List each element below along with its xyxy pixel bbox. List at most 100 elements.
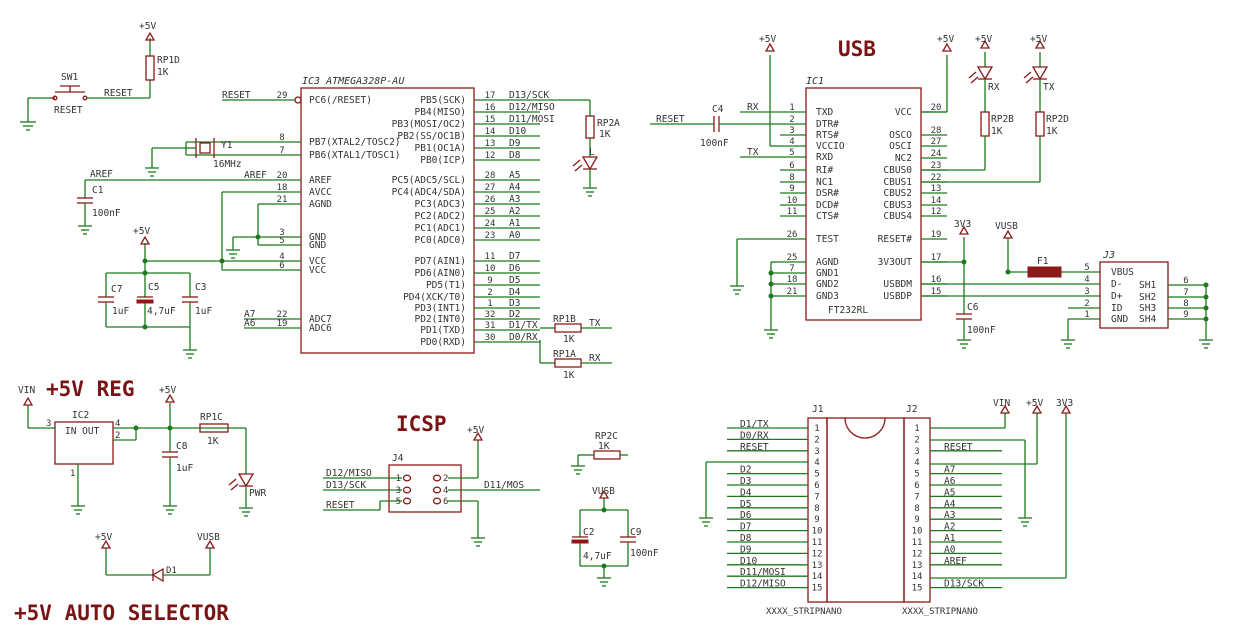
- ic3-pin-func: PB5(SCK): [420, 95, 466, 106]
- ic3-pin-number: 16: [485, 103, 496, 113]
- j1-pin-number: 15: [812, 584, 823, 594]
- j4-pin-number: 3: [396, 486, 401, 496]
- ic1-pin-func: GND2: [816, 279, 839, 290]
- c3-name: C3: [195, 282, 206, 293]
- ic3-left-net: AREF: [244, 170, 267, 181]
- c5-name: C5: [148, 282, 159, 293]
- j3-shield-func: SH1: [1139, 280, 1156, 291]
- ic3-pin-number: 32: [485, 310, 496, 320]
- j2-net-label: A2: [944, 522, 955, 533]
- ic1-pin-number: 22: [931, 173, 942, 183]
- rp2a-led-l: RP2A 1K L: [560, 99, 620, 197]
- ic3-right-net: D3: [509, 298, 520, 309]
- j2-name: J2: [906, 404, 917, 415]
- led-tx-label: TX: [1043, 82, 1055, 93]
- ic1-pin-func: OSCO: [889, 130, 912, 141]
- ic3-pin-func: PB3(MOSI/OC2): [392, 119, 466, 130]
- ic1-pin-number: 14: [931, 196, 942, 206]
- ic2-pin3: 3: [46, 419, 51, 429]
- ic1-name: IC1: [806, 76, 824, 87]
- ic3-pin-number: 23: [485, 231, 496, 241]
- ic3-pin-number: 13: [485, 139, 496, 149]
- y1-value: 16MHz: [213, 159, 242, 170]
- heading-5v-reg: +5V REG: [46, 377, 135, 401]
- rp1a-value: 1K: [563, 370, 575, 381]
- ic3-right-net: D4: [509, 287, 521, 298]
- j4-pin-number: 6: [443, 497, 448, 507]
- j1-net-label: D12/MISO: [740, 579, 786, 590]
- ic3-pin-number: 30: [485, 333, 496, 343]
- ic1-pin-func: RTS#: [816, 130, 839, 141]
- c3-value: 1uF: [195, 306, 212, 317]
- rp1b-rp1a: RP1B 1K TX RP1A 1K RX: [539, 314, 612, 381]
- j2-net-label: A5: [944, 487, 955, 498]
- ic3-right-net: D0/RX: [509, 332, 538, 343]
- j2-net-label: A4: [944, 499, 956, 510]
- ic3-pin-number: 4: [279, 252, 284, 262]
- ic1-pin-number: 16: [931, 275, 942, 285]
- c4-name: C4: [712, 104, 724, 115]
- ic1-pin-number: 7: [789, 264, 794, 274]
- j1-net-label: D1/TX: [740, 419, 769, 430]
- j1-net-label: D4: [740, 487, 752, 498]
- ic1-pin-number: 2: [789, 115, 794, 125]
- j1-pin-number: 13: [812, 561, 823, 571]
- rp1b-tx: TX: [589, 318, 601, 329]
- ic1-pin-number: 4: [789, 137, 794, 147]
- c1-value: 100nF: [92, 208, 121, 219]
- sw1-label: RESET: [54, 105, 83, 116]
- ic1-pin-func: 3V3OUT: [878, 257, 913, 268]
- c7-value: 1uF: [112, 306, 129, 317]
- j1-net-label: D3: [740, 476, 751, 487]
- rp2b-value: 1K: [991, 126, 1003, 137]
- j1-net-label: D2: [740, 465, 751, 476]
- ic3-pin-func: PB1(OC1A): [415, 143, 466, 154]
- ic3-pin-number: 8: [279, 133, 284, 143]
- ic1-pin-func: TEST: [816, 234, 839, 245]
- heading-icsp: ICSP: [396, 412, 447, 436]
- j1-net-label: D8: [740, 533, 752, 544]
- ic1-pin-func: DCD#: [816, 200, 839, 211]
- auto-5v-label: +5V: [95, 532, 112, 543]
- j2-pin-number: 4: [914, 458, 919, 468]
- ic1-pin-number: 23: [931, 161, 942, 171]
- ic1-pin-func: CBUS0: [883, 165, 912, 176]
- j3-pin-func: D-: [1111, 279, 1122, 290]
- ic3-pin-number: 29: [277, 91, 288, 101]
- ic1-pin-number: 28: [931, 126, 942, 136]
- ic1-pin-number: 11: [787, 207, 798, 217]
- j2-pin-number: 3: [914, 447, 919, 457]
- heading-auto-selector: +5V AUTO SELECTOR: [14, 601, 229, 625]
- j2-pin-number: 12: [912, 549, 923, 559]
- ic1-pin-func: CBUS4: [883, 211, 912, 222]
- aref-net: AREF: [90, 169, 113, 180]
- j1-pin-number: 11: [812, 538, 823, 548]
- crystal-y1: Y1 16MHz: [145, 138, 270, 177]
- j2-pin-number: 14: [912, 572, 923, 582]
- ic1-pin-number: 5: [789, 148, 794, 158]
- ic3-pin-func: PB2(SS/OC1B): [397, 131, 466, 142]
- ic2-pin1: 1: [70, 469, 75, 479]
- ic3-right-net: D9: [509, 138, 521, 149]
- led-tx-5v: +5V: [1030, 34, 1047, 45]
- j1-net-label: D10: [740, 556, 757, 567]
- ic3-supply-network: AREF C1 100nF +5V: [77, 169, 270, 359]
- ic1-pin-number: 15: [931, 287, 942, 297]
- j1-net-label: RESET: [740, 442, 769, 453]
- j2-pin-number: 9: [914, 515, 919, 525]
- ic3-pin-number: 28: [485, 171, 496, 181]
- c1-name: C1: [92, 185, 104, 196]
- j1-net-label: D5: [740, 499, 751, 510]
- j2-3v3-label: 3V3: [1056, 398, 1073, 409]
- f1-vusb-label: VUSB: [995, 221, 1018, 232]
- c8-name: C8: [176, 441, 188, 452]
- ic3-pin-number: 22: [277, 310, 288, 320]
- rp1a-name: RP1A: [553, 349, 576, 360]
- led-pwr-label: PWR: [249, 488, 266, 499]
- ic3-pin-number: 18: [277, 183, 288, 193]
- icsp-sck: D13/SCK: [326, 480, 366, 491]
- c2-value: 4,7uF: [583, 551, 612, 562]
- ic1-pin-number: 27: [931, 137, 942, 147]
- j1-pin-number: 12: [812, 549, 823, 559]
